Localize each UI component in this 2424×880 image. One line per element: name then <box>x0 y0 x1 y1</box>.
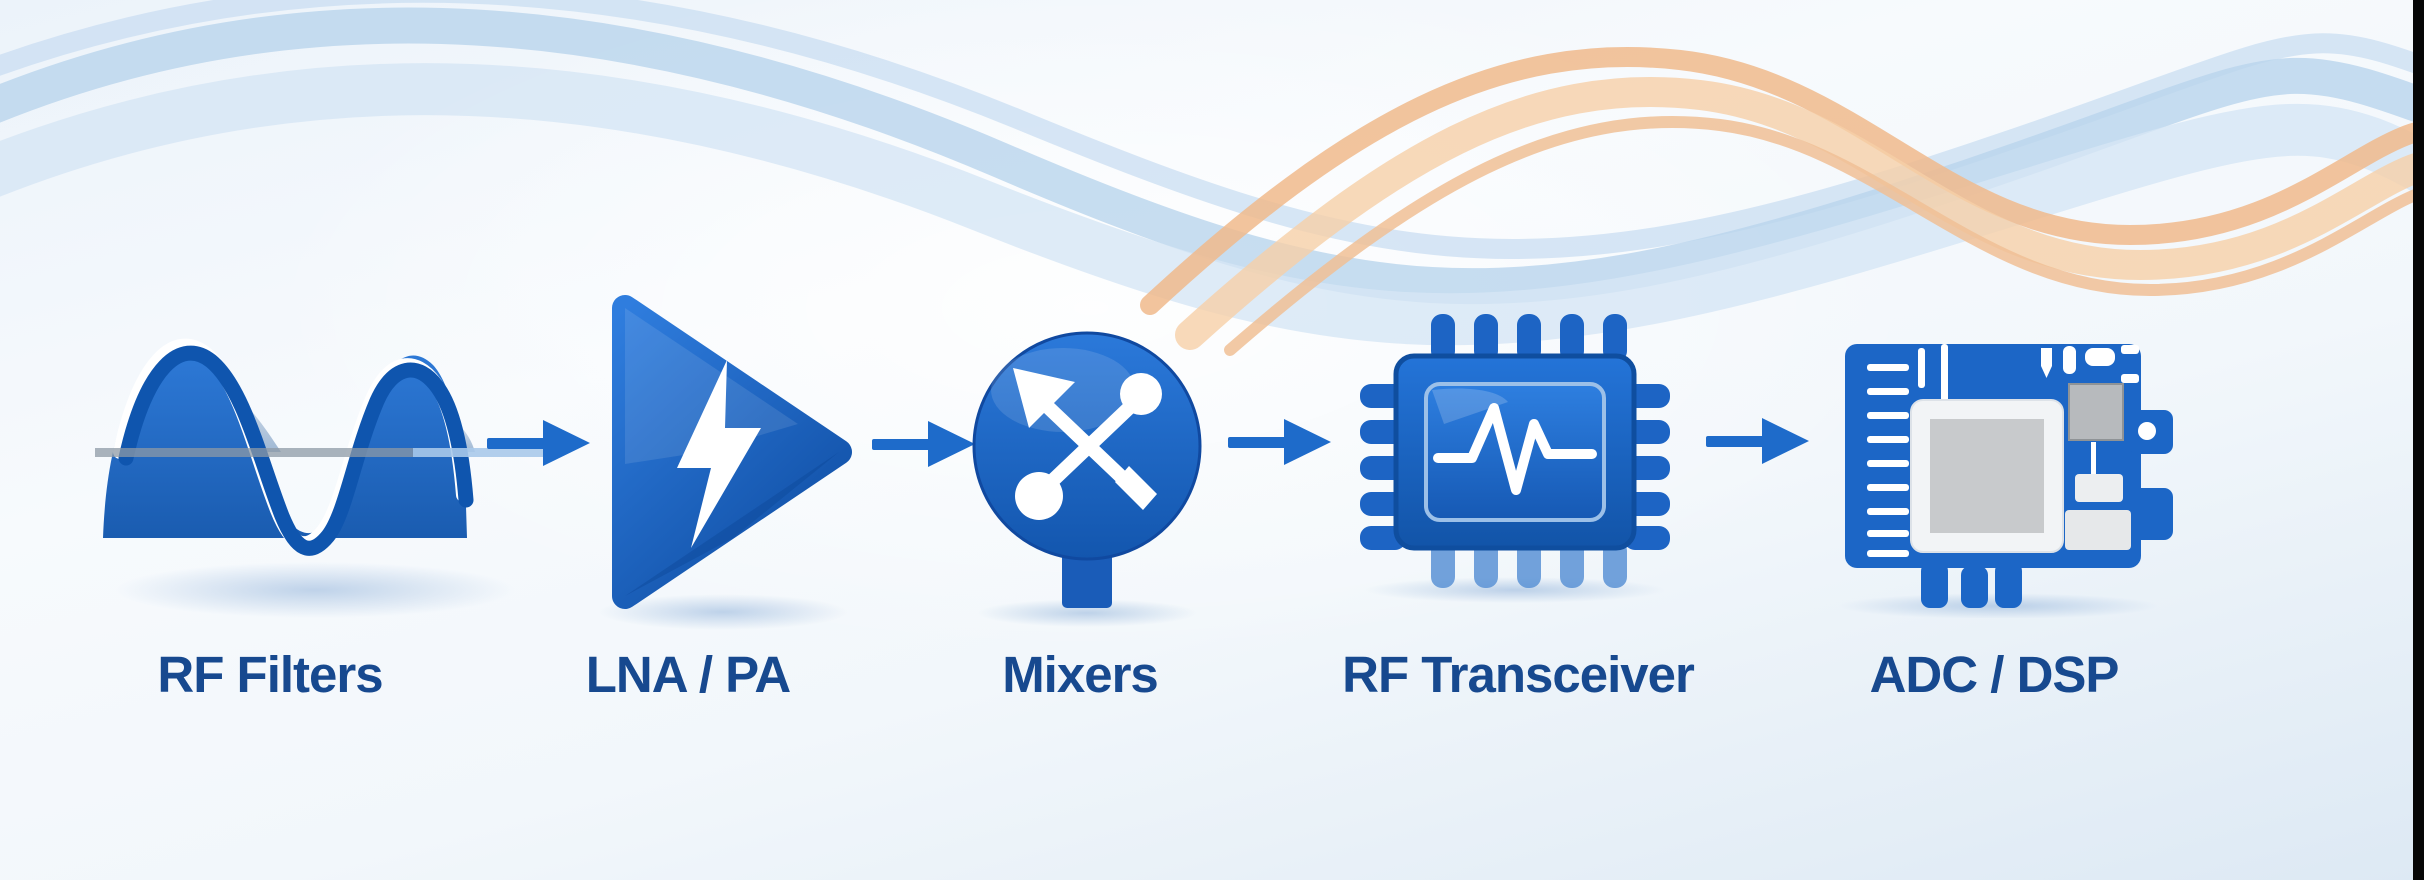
stage-label-lna-pa: LNA / PA <box>585 646 792 703</box>
sine-wave-filter-icon <box>95 338 555 618</box>
mixer-crossed-arrows-icon <box>972 331 1202 627</box>
stage-label-rf-filters: RF Filters <box>157 646 383 703</box>
rf-chip-icon <box>1360 314 1670 603</box>
flow-arrow-icon <box>872 421 975 467</box>
stage-label-rf-transceiver: RF Transceiver <box>1342 646 1695 703</box>
stage-label-mixers: Mixers <box>1002 646 1159 703</box>
flow-arrow-icon <box>1706 418 1809 464</box>
flow-arrow-icon <box>1228 419 1331 465</box>
flow-arrow-icon <box>487 420 590 466</box>
stage-label-adc-dsp: ADC / DSP <box>1869 646 2120 703</box>
right-edge-black-strip <box>2413 0 2424 880</box>
amplifier-triangle-icon <box>598 295 852 630</box>
circuit-board-icon <box>1838 344 2173 618</box>
background-waves-decoration <box>0 0 2424 356</box>
